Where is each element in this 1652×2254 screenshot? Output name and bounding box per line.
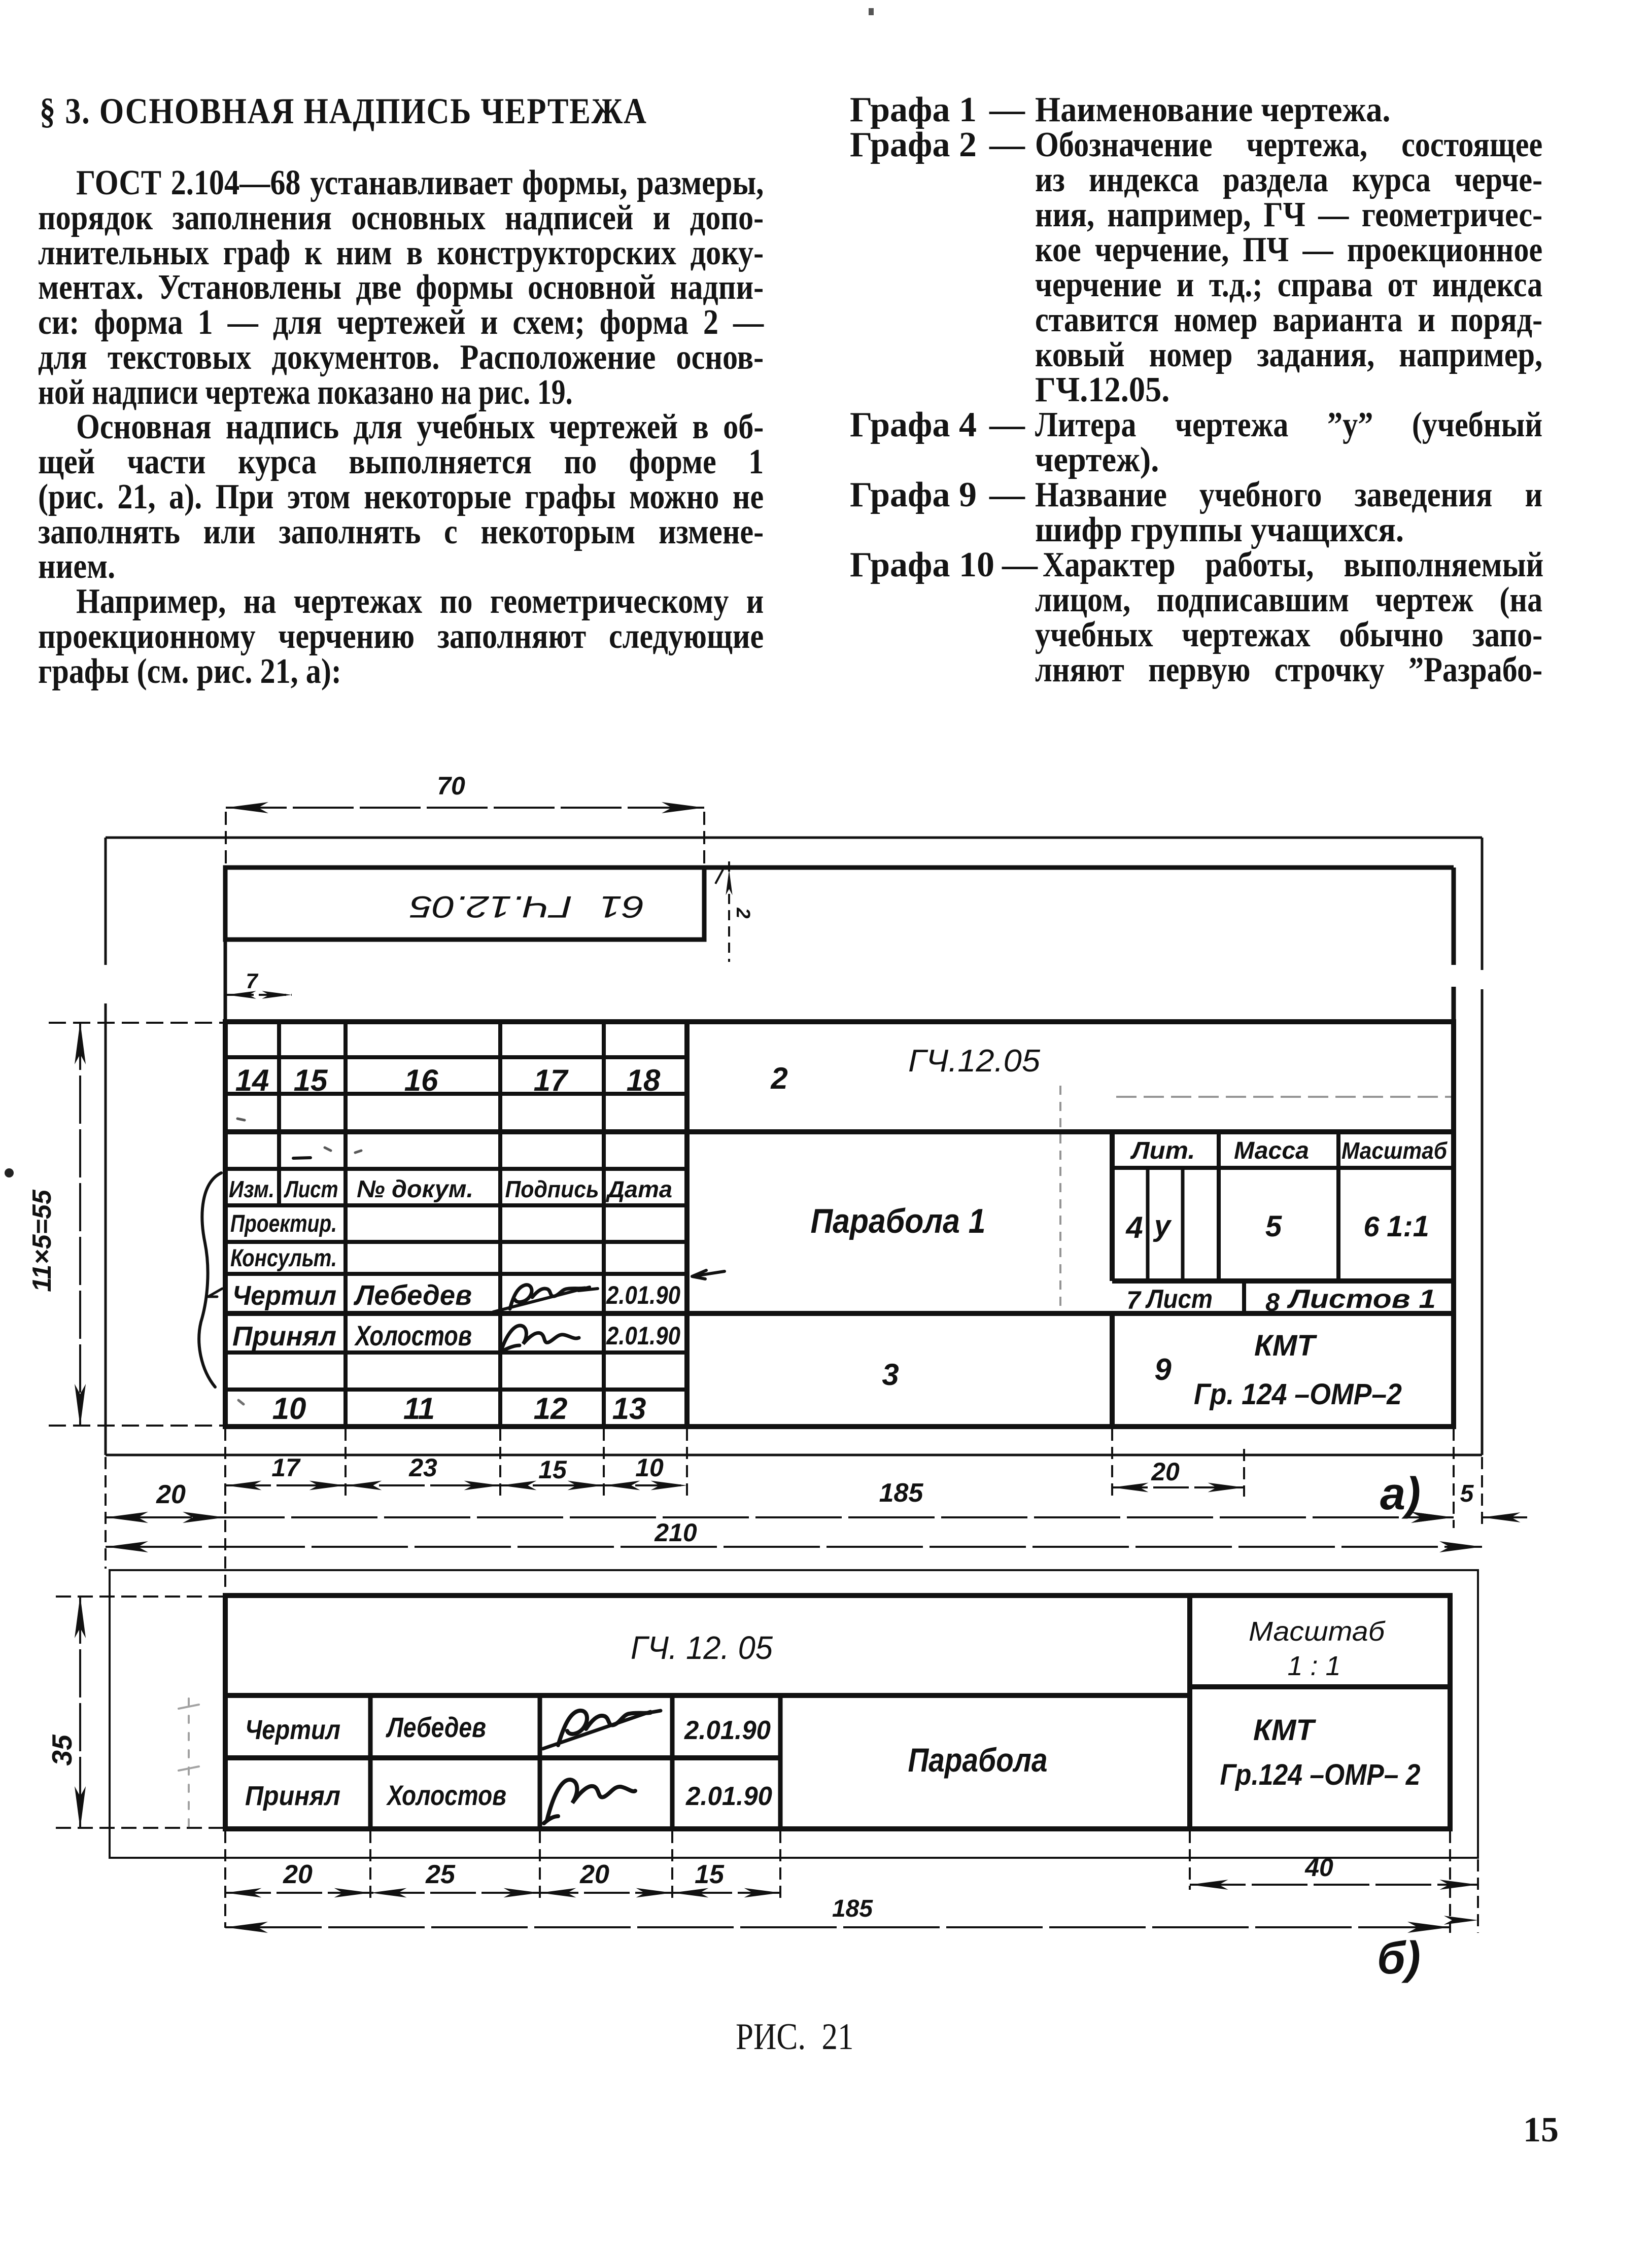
- svg-text:15: 15: [538, 1455, 567, 1484]
- svg-text:5: 5: [1460, 1480, 1474, 1507]
- svg-text:Подпись: Подпись: [505, 1176, 599, 1202]
- svg-text:Проектир.: Проектир.: [230, 1210, 337, 1237]
- svg-text:70: 70: [437, 772, 465, 800]
- svg-text:20: 20: [283, 1860, 313, 1889]
- svg-text:25: 25: [425, 1860, 456, 1889]
- svg-text:2: 2: [770, 1061, 787, 1095]
- svg-text:35: 35: [46, 1734, 78, 1766]
- svg-text:4: 4: [1125, 1210, 1143, 1244]
- svg-text:Холостов: Холостов: [386, 1779, 506, 1811]
- svg-text:14: 14: [235, 1063, 269, 1097]
- svg-text:Холостов: Холостов: [354, 1320, 472, 1351]
- svg-text:Гр. 124 –ОМР–2: Гр. 124 –ОМР–2: [1194, 1378, 1402, 1411]
- svg-text:1 : 1: 1 : 1: [1287, 1651, 1340, 1681]
- svg-text:Листов 1: Листов 1: [1286, 1285, 1436, 1314]
- svg-text:Лист: Лист: [284, 1176, 338, 1202]
- svg-text:2.01.90: 2.01.90: [606, 1281, 680, 1309]
- svg-text:Парабола: Парабола: [908, 1741, 1048, 1779]
- svg-text:Парабола 1: Парабола 1: [811, 1202, 986, 1240]
- svg-text:20: 20: [1151, 1458, 1180, 1486]
- svg-text:у: у: [1153, 1209, 1172, 1242]
- svg-text:а): а): [1380, 1469, 1421, 1519]
- svg-text:Чертил: Чертил: [232, 1280, 336, 1311]
- svg-text:Дата: Дата: [605, 1176, 672, 1202]
- svg-text:Консульт.: Консульт.: [230, 1245, 337, 1272]
- svg-text:Чертил: Чертил: [245, 1715, 340, 1745]
- svg-text:185: 185: [832, 1895, 873, 1922]
- svg-text:КМТ: КМТ: [1254, 1329, 1318, 1362]
- svg-text:2.01.90: 2.01.90: [685, 1782, 772, 1811]
- svg-text:Принял: Принял: [232, 1321, 336, 1351]
- svg-text:Лебедев: Лебедев: [353, 1279, 472, 1311]
- svg-text:9: 9: [1154, 1353, 1172, 1386]
- svg-text:Масштаб: Масштаб: [1249, 1616, 1386, 1647]
- svg-text:23: 23: [408, 1453, 437, 1482]
- svg-text:Масса: Масса: [1234, 1137, 1309, 1164]
- svg-text:3: 3: [882, 1358, 899, 1392]
- svg-text:20: 20: [156, 1480, 186, 1509]
- svg-text:17: 17: [271, 1453, 301, 1482]
- svg-text:ГЧ. 12. 05: ГЧ. 12. 05: [631, 1629, 773, 1666]
- svg-text:7: 7: [246, 969, 258, 993]
- svg-text:Принял: Принял: [245, 1781, 340, 1811]
- svg-text:2.01.90: 2.01.90: [684, 1716, 771, 1745]
- svg-text:12: 12: [534, 1392, 568, 1426]
- svg-text:15: 15: [695, 1860, 725, 1889]
- svg-text:40: 40: [1304, 1853, 1333, 1882]
- svg-text:11: 11: [403, 1392, 435, 1426]
- svg-text:13: 13: [612, 1392, 646, 1426]
- svg-text:61: 61: [599, 890, 645, 924]
- svg-text:Масштаб: Масштаб: [1341, 1137, 1448, 1164]
- svg-text:ГЧ.12.05: ГЧ.12.05: [409, 890, 572, 924]
- svg-text:15: 15: [294, 1063, 328, 1097]
- svg-text:Лист: Лист: [1145, 1285, 1213, 1314]
- svg-text:2.01.90: 2.01.90: [606, 1322, 680, 1350]
- svg-text:11×5=55: 11×5=55: [27, 1189, 57, 1292]
- svg-text:16: 16: [404, 1063, 438, 1097]
- svg-text:б): б): [1377, 1933, 1421, 1984]
- svg-text:КМТ: КМТ: [1253, 1714, 1317, 1747]
- svg-text:18: 18: [627, 1063, 661, 1097]
- svg-text:Изм.: Изм.: [229, 1176, 274, 1202]
- svg-text:7: 7: [1126, 1286, 1142, 1314]
- svg-text:ГЧ.12.05: ГЧ.12.05: [908, 1044, 1041, 1079]
- svg-text:5: 5: [1265, 1210, 1282, 1243]
- svg-text:8: 8: [1265, 1288, 1280, 1316]
- svg-text:2: 2: [732, 907, 753, 918]
- svg-text:210: 210: [654, 1518, 697, 1547]
- svg-text:Гр.124 –ОМР– 2: Гр.124 –ОМР– 2: [1220, 1758, 1421, 1791]
- svg-text:1:1: 1:1: [1387, 1210, 1429, 1243]
- svg-text:6: 6: [1363, 1210, 1380, 1242]
- svg-text:185: 185: [879, 1478, 924, 1508]
- svg-text:Лит.: Лит.: [1130, 1137, 1195, 1164]
- svg-text:Лебедев: Лебедев: [386, 1711, 486, 1743]
- svg-text:17: 17: [534, 1063, 569, 1097]
- svg-text:10: 10: [635, 1453, 664, 1482]
- svg-text:20: 20: [579, 1860, 609, 1889]
- svg-text:10: 10: [272, 1392, 306, 1426]
- svg-text:№ докум.: № докум.: [357, 1176, 473, 1203]
